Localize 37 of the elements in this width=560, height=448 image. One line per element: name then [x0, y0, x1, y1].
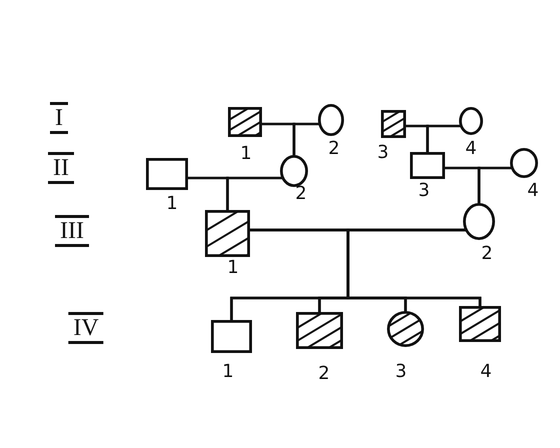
male-square — [410, 152, 445, 179]
individual-number: 1 — [222, 362, 234, 382]
affected-male-square — [381, 110, 406, 138]
female-circle — [280, 155, 308, 187]
generation-label: III — [55, 215, 89, 247]
affected-female-circle — [387, 311, 424, 347]
female-circle — [463, 203, 495, 240]
individual-number: 3 — [395, 362, 407, 382]
individual-number: 1 — [227, 258, 239, 278]
pedigree-line — [346, 228, 482, 308]
individual-number: 4 — [527, 181, 539, 201]
individual-number: 2 — [481, 244, 493, 264]
female-circle — [510, 148, 538, 178]
individual-number: 1 — [240, 144, 252, 164]
individual-number: 4 — [480, 362, 492, 382]
generation-label: I — [50, 102, 68, 134]
individual-number: 3 — [418, 181, 430, 201]
pedigree-line — [292, 122, 320, 156]
female-circle — [459, 107, 483, 135]
individual-number: 2 — [318, 364, 330, 384]
affected-male-square — [459, 306, 501, 342]
individual-number: 3 — [377, 143, 389, 163]
pedigree-line — [478, 166, 512, 204]
affected-male-square — [205, 210, 250, 257]
pedigree-line — [226, 176, 283, 212]
male-square — [211, 320, 252, 353]
generation-label: II — [48, 152, 74, 184]
female-circle — [318, 104, 344, 136]
generation-label: IV — [68, 312, 104, 344]
individual-number: 2 — [295, 184, 307, 204]
affected-male-square — [228, 107, 262, 137]
pedigree-line — [426, 124, 462, 154]
individual-number: 1 — [166, 194, 178, 214]
individual-number: 4 — [465, 139, 477, 159]
individual-number: 2 — [328, 139, 340, 159]
affected-male-square — [296, 312, 343, 349]
male-square — [146, 158, 188, 190]
